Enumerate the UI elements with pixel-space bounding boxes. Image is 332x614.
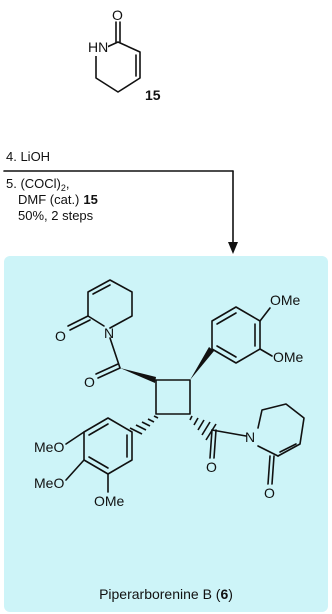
yield-label: 50%, 2 steps [18, 208, 94, 223]
lower-lactam-double-bond [279, 443, 297, 453]
upper-wedge-bond [120, 368, 156, 383]
meo-lower-left-bond [65, 459, 85, 481]
reagent-ring-bonds [95, 41, 141, 93]
meo-left-bond [65, 431, 85, 445]
step-5-line-1: 5. (COCl)2, [6, 176, 70, 193]
lower-aryl-hash-bond [129, 415, 159, 435]
reagent-compound-15: HN O 15 [84, 7, 161, 103]
label-ome-top: OMe [270, 292, 301, 308]
lower-amide-hash-bond [189, 415, 217, 441]
label-meo-left: MeO [34, 439, 64, 455]
lower-amide-co-2 [213, 429, 217, 459]
label-ome-bottom: OMe [94, 493, 125, 509]
dimethoxyphenyl-inner-3 [216, 345, 237, 358]
lower-lactam-co-2 [271, 455, 275, 485]
label-meo-lower-left: MeO [34, 475, 64, 491]
upper-lactam-double-bond [92, 284, 111, 295]
lower-lactam-nc [257, 445, 279, 457]
upper-lactam-cn-bond [87, 315, 105, 327]
lower-lactam-co [267, 455, 271, 485]
reagent-o-label: O [112, 7, 123, 23]
lower-lactam-ring [257, 403, 305, 457]
upper-lactam-co-bond [67, 315, 89, 327]
product-panel [4, 256, 328, 612]
upper-lactam-co-bond-2 [69, 319, 91, 331]
label-ome-right: OMe [273, 349, 304, 365]
upper-amide-co [97, 367, 121, 379]
upper-amide-co-2 [95, 363, 119, 375]
product-name: Piperarborenine B (6) [99, 586, 233, 602]
ome-top-bond [259, 307, 271, 322]
reaction-conditions: 4. LiOH 5. (COCl)2, DMF (cat.)15 50%, 2 … [3, 149, 238, 254]
product-structure [65, 279, 305, 493]
reagent-compound-number: 15 [145, 87, 161, 103]
product-atom-labels: OMe OMe O N O MeO MeO OMe N O O [34, 292, 304, 509]
label-o-upper-lactam: O [55, 328, 66, 344]
step-4-label: 4. LiOH [6, 149, 50, 164]
arrow-head [228, 242, 238, 254]
label-o-lower-lactam: O [264, 485, 275, 501]
label-n-lower: N [245, 429, 255, 445]
lower-amide-to-n [211, 429, 247, 437]
lower-amide-co [209, 429, 213, 459]
label-n-upper: N [104, 325, 114, 341]
dimethoxyphenyl-inner-1 [216, 312, 237, 325]
upper-n-amide-bond [109, 337, 121, 369]
cyclobutane-ring [155, 379, 191, 415]
upper-lactam-ring [87, 279, 133, 329]
trimethoxyphenyl-inner-1 [88, 423, 109, 436]
label-o-upper-amide: O [84, 374, 95, 390]
ome-right-bond [259, 348, 273, 357]
trimethoxyphenyl-inner-3 [88, 456, 109, 469]
step-5-line-2: DMF (cat.)15 [18, 192, 98, 207]
label-o-lower-amide: O [206, 459, 217, 475]
reagent-hn-label: HN [88, 39, 108, 55]
upper-aryl-wedge [190, 347, 214, 380]
